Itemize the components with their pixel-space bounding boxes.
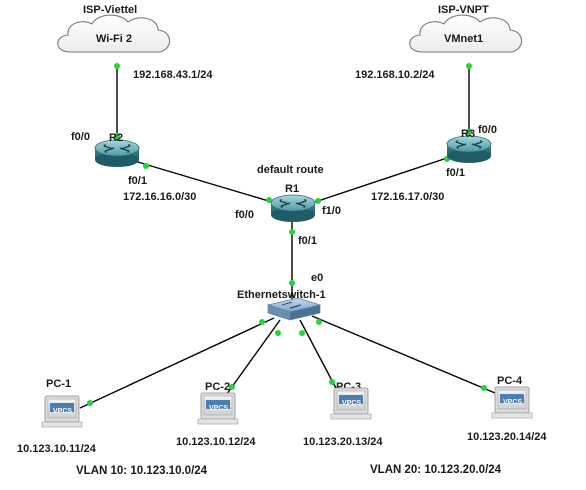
network-label-r1-r3: 172.16.17.0/30 [371,191,444,203]
pc-ip: 10.123.20.14/24 [467,431,547,443]
router-icon [446,135,492,164]
pc-ip: 10.123.20.13/24 [303,436,383,448]
router-r1[interactable]: default route R1 [257,164,324,223]
cloud-isp-viettel[interactable]: ISP-Viettel Wi-Fi 2 [57,4,171,53]
cloud-title: ISP-VNPT [438,4,489,16]
switch-icon [266,297,322,321]
switch-uplink-port-label: e0 [311,272,323,284]
network-label-vnpt: 192.168.10.2/24 [355,69,435,81]
cloud-icon [57,14,171,53]
link-switch-pc4[interactable] [311,315,496,394]
link-switch-pc1[interactable] [79,317,275,409]
interface-label-r2-f0-0: f0/0 [71,131,90,143]
switch-label: Ethernetswitch-1 [237,289,326,301]
link-endpoint-dots [87,63,487,406]
router-label: R2 [109,132,123,144]
vlan-10-label: VLAN 10: 10.123.10.0/24 [76,465,208,477]
pc-name: PC-1 [46,378,71,390]
pc-name: PC-2 [205,381,230,393]
vlan-20-label: VLAN 20: 10.123.20.0/24 [370,464,502,476]
link-r3-r1[interactable] [305,155,454,206]
router-r3[interactable]: R3 [446,128,492,164]
router-caption: default route [257,164,324,176]
router-label: R1 [285,183,299,195]
pc-2[interactable]: PC-2 VPCS 10.123.10.12/24 [176,381,256,448]
router-icon [270,194,316,223]
vpcs-badge: VPCS [209,405,228,412]
pc-1[interactable]: PC-1 VPCS 10.123.10.11/24 [17,378,97,455]
cloud-name: Wi-Fi 2 [96,33,132,45]
interface-label-r1-f0-1: f0/1 [298,235,317,247]
ethernet-switch-1[interactable]: e0 Ethernetswitch-1 [237,272,326,321]
vpcs-badge: VPCS [53,408,72,415]
cloud-name: VMnet1 [444,33,483,45]
router-icon [94,139,140,168]
cloud-isp-vnpt[interactable]: ISP-VNPT VMnet1 [409,4,523,53]
pc-4[interactable]: PC-4 VPCS 10.123.20.14/24 [467,375,547,443]
interface-label-r2-f0-1: f0/1 [128,175,147,187]
pc-3[interactable]: PC-3 VPCS 10.123.20.13/24 [303,381,383,448]
router-label: R3 [461,128,475,140]
link-r2-r1[interactable] [130,159,283,206]
interface-label-r1-f0-0: f0/0 [235,209,254,221]
cloud-icon [409,14,523,53]
interface-label-r1-f1-0: f1/0 [322,205,341,217]
pc-ip: 10.123.10.12/24 [176,436,256,448]
router-r2[interactable]: R2 [94,132,140,168]
interface-label-r3-f0-1: f0/1 [446,167,465,179]
network-label-r1-r2: 172.16.16.0/30 [123,191,196,203]
network-label-viettel: 192.168.43.1/24 [133,69,213,81]
vpcs-badge: VPCS [503,399,522,406]
cloud-title: ISP-Viettel [83,4,137,16]
pc-ip: 10.123.10.11/24 [17,443,97,455]
pc-name: PC-4 [497,375,523,387]
interface-label-r3-f0-0: f0/0 [478,124,497,136]
vpcs-badge: VPCS [342,400,361,407]
